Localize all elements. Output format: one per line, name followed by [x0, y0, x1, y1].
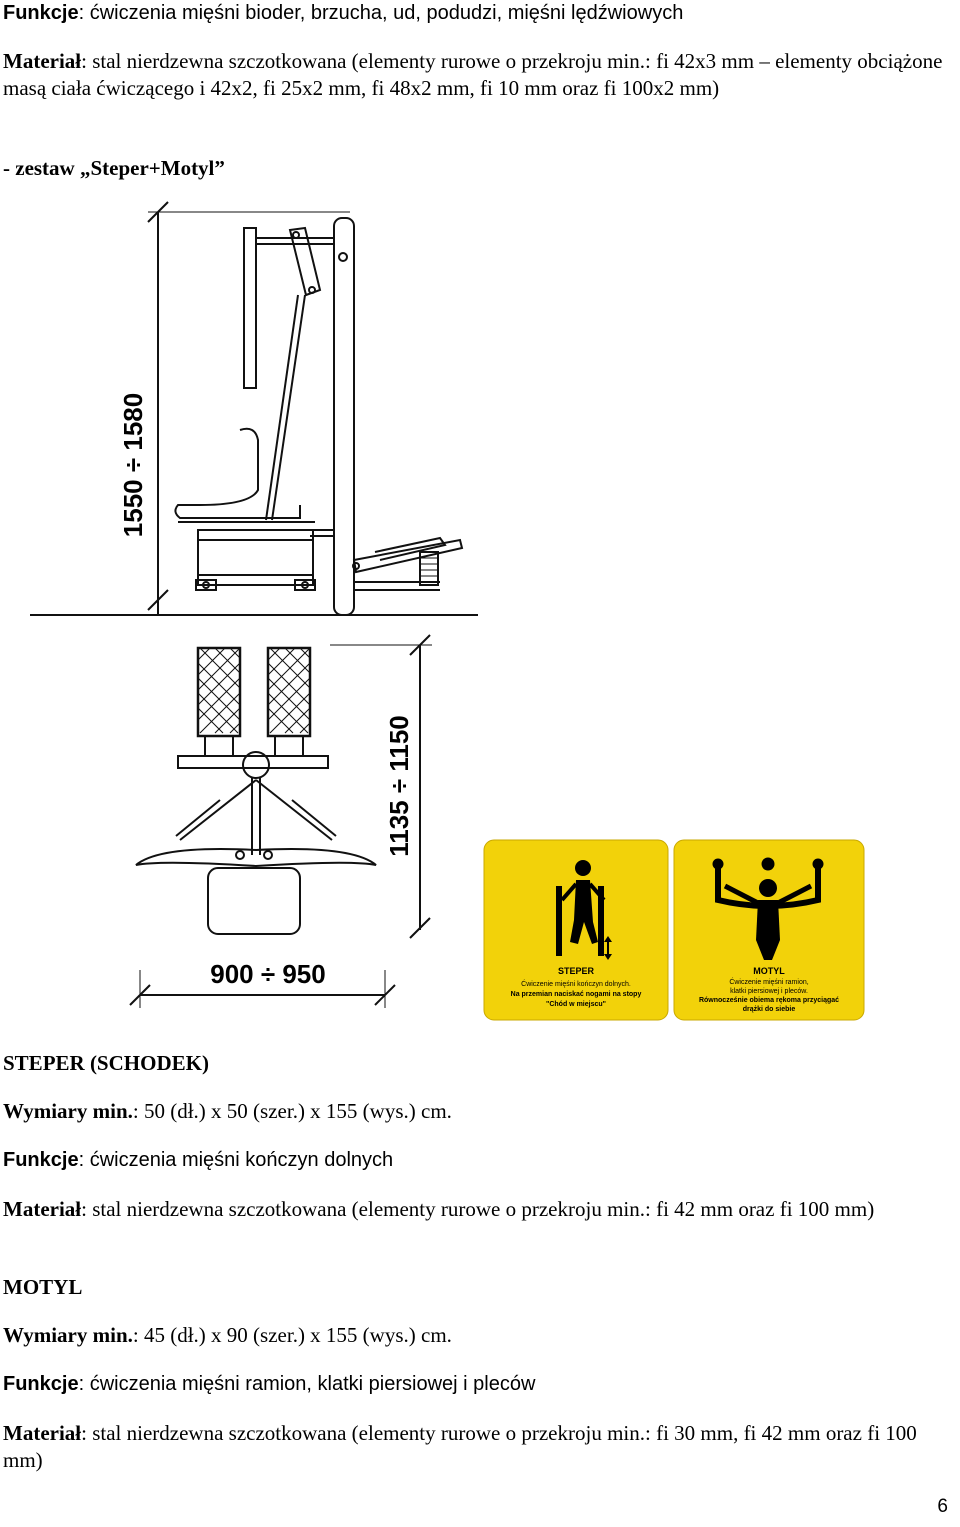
intro-set: - zestaw „Steper+Motyl”: [3, 156, 225, 180]
motyl-material: Materiał: stal nierdzewna szczotkowana (…: [3, 1420, 948, 1474]
steper-heading: STEPER (SCHODEK): [3, 1051, 209, 1075]
steper-funkcje-text: : ćwiczenia mięśni kończyn dolnych: [78, 1149, 394, 1171]
steper-dims-text: : 50 (dł.) x 50 (szer.) x 155 (wys.) cm.: [132, 1099, 452, 1123]
dim-height-label: 1550 ÷ 1580: [118, 393, 148, 537]
motyl-sign-title: MOTYL: [753, 966, 785, 976]
motyl-funkcje: Funkcje: ćwiczenia mięśni ramion, klatki…: [3, 1371, 948, 1398]
motyl-sign-line4: drążki do siebie: [743, 1006, 796, 1013]
material-label: Materiał: [3, 49, 82, 73]
steper-sign-line1: Ćwiczenie mięśni kończyn dolnych.: [521, 979, 631, 988]
steper-material-text: : stal nierdzewna szczotkowana (elementy…: [81, 1197, 875, 1221]
funkcje-label: Funkcje: [3, 2, 79, 24]
page-number: 6: [937, 1496, 948, 1517]
motyl-sign: MOTYL Ćwiczenie mięśni ramion, klatki pi…: [673, 839, 865, 1021]
motyl-sign-line3: Równocześnie obiema rękoma przyciągać: [699, 997, 839, 1004]
motyl-sign-line1: Ćwiczenie mięśni ramion,: [729, 977, 808, 986]
funkcje-text: : ćwiczenia mięśni bioder, brzucha, ud, …: [78, 2, 684, 24]
motyl-dims-label: Wymiary min.: [3, 1323, 133, 1347]
dim-depth-label: 1135 ÷ 1150: [384, 715, 414, 857]
steper-sign-line3: "Chód w miejscu": [546, 1001, 606, 1008]
motyl-heading: MOTYL: [3, 1275, 83, 1299]
steper-funkcje-label: Funkcje: [3, 1149, 79, 1171]
motyl-sign-line2: klatki piersiowej i pleców.: [730, 988, 808, 995]
intro-material: Materiał: stal nierdzewna szczotkowana (…: [3, 48, 948, 102]
steper-dims-label: Wymiary min.: [3, 1099, 133, 1123]
motyl-material-label: Materiał: [3, 1421, 82, 1445]
motyl-material-text: : stal nierdzewna szczotkowana (elementy…: [3, 1421, 917, 1472]
intro-funkcje: Funkcje: ćwiczenia mięśni bioder, brzuch…: [3, 0, 948, 27]
steper-sign-line2: Na przemian naciskać nogami na stopy: [511, 991, 642, 998]
motyl-dims: Wymiary min.: 45 (dł.) x 90 (szer.) x 15…: [3, 1322, 948, 1349]
motyl-figure-icon: [712, 857, 824, 960]
dim-width-label: 900 ÷ 950: [210, 959, 325, 989]
steper-funkcje: Funkcje: ćwiczenia mięśni kończyn dolnyc…: [3, 1147, 948, 1174]
motyl-funkcje-label: Funkcje: [3, 1373, 79, 1395]
steper-dims: Wymiary min.: 50 (dł.) x 50 (szer.) x 15…: [3, 1098, 948, 1125]
steper-material: Materiał: stal nierdzewna szczotkowana (…: [3, 1196, 948, 1223]
steper-figure-icon: [556, 860, 612, 960]
steper-sign: STEPER Ćwiczenie mięśni kończyn dolnych.…: [483, 839, 669, 1021]
technical-drawing: 1550 ÷ 1580 1135 ÷ 1150 900 ÷ 950 STEPER…: [30, 201, 865, 1021]
material-text: : stal nierdzewna szczotkowana (elementy…: [3, 49, 943, 100]
steper-sign-title: STEPER: [558, 966, 595, 976]
motyl-dims-text: : 45 (dł.) x 90 (szer.) x 155 (wys.) cm.: [132, 1323, 452, 1347]
motyl-funkcje-text: : ćwiczenia mięśni ramion, klatki piersi…: [78, 1373, 536, 1395]
steper-material-label: Materiał: [3, 1197, 82, 1221]
